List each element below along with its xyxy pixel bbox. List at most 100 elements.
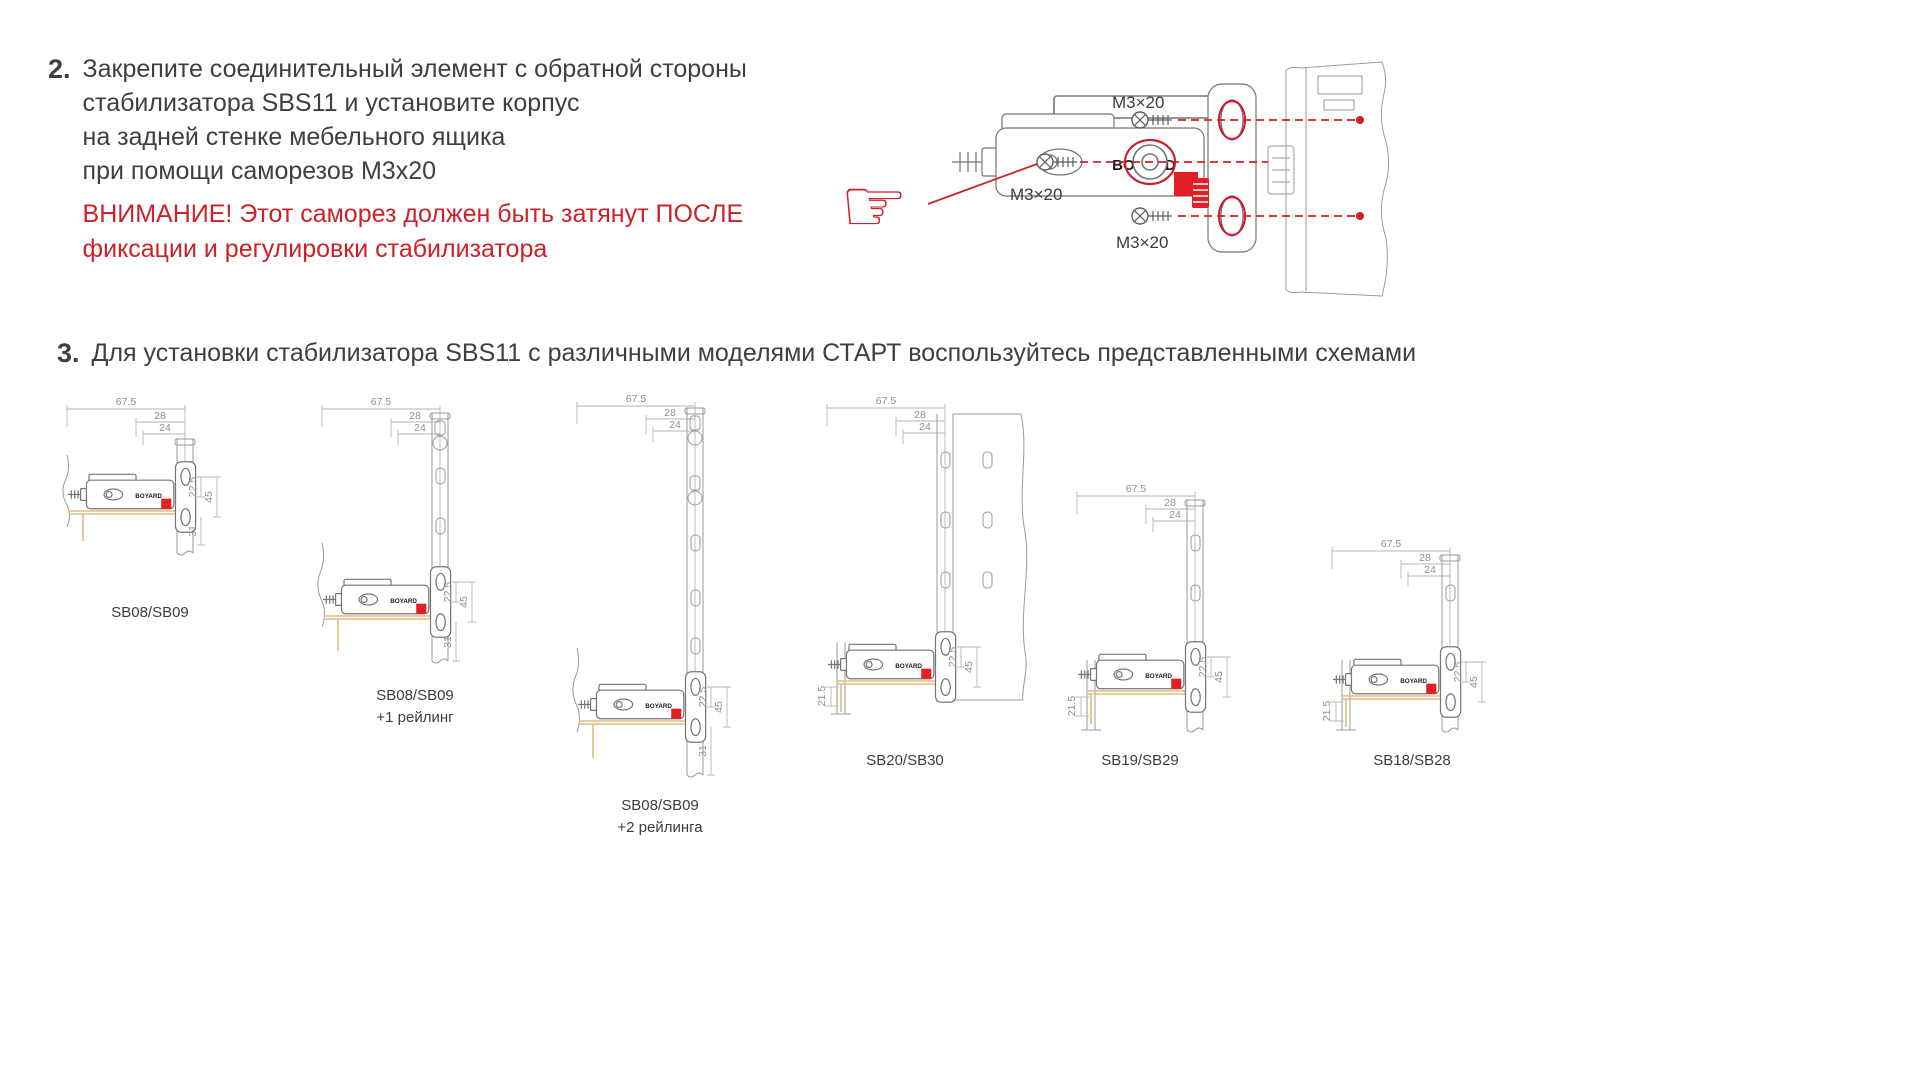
screw-label: М3×20 [1116,233,1168,252]
caption-line: +2 рейлинга [617,818,703,836]
svg-text:45: 45 [458,596,470,608]
step-3-section: 3. Для установки стабилизатора SBS11 с р… [57,336,1416,370]
drawer-bottom-lines [1087,690,1186,724]
railing-tube [432,435,448,451]
svg-text:67.5: 67.5 [371,396,392,408]
svg-text:28: 28 [1164,497,1176,509]
svg-text:21.5: 21.5 [1066,696,1078,717]
caption-line: +1 рейлинг [376,708,454,726]
step-2-line: Закрепите соединительный элемент с обрат… [82,55,747,83]
step-2-section: 2. Закрепите соединительный элемент с об… [48,52,747,267]
svg-text:67.5: 67.5 [1381,538,1402,550]
warning-text: ВНИМАНИЕ! Этот саморез должен быть затян… [83,197,747,267]
svg-text:28: 28 [914,409,926,421]
caption-line: SB08/SB09 [111,604,189,621]
diagram-sb08-sb09-1-rail: 67.5 28 24 22.5 45 31 [317,396,476,664]
screw-icon [1131,207,1172,225]
drawer-bottom-lines [324,615,431,651]
svg-text:28: 28 [1419,552,1431,564]
svg-text:21.5: 21.5 [1321,701,1333,722]
caption-line: SB08/SB09 [376,687,454,704]
dimension-lines: 22.5 45 31 [442,581,476,662]
svg-text:24: 24 [414,422,426,434]
stabilizer-device [67,461,197,533]
stabilizer-device [1077,641,1207,713]
svg-text:45: 45 [713,701,725,713]
diagram-sb08-sb09-2-rails: 67.5 28 24 22.5 45 31 [572,393,731,778]
diagram-caption: SB19/SB29 [1040,750,1240,772]
stabilizer-device [827,631,957,703]
svg-text:22.5: 22.5 [1452,662,1464,683]
svg-text:45: 45 [203,491,215,503]
svg-text:24: 24 [1424,564,1436,576]
screw-label: М3×20 [1010,185,1062,204]
dimension-lines: 67.5 28 24 [826,395,946,632]
step-2-line: при помощи саморезов М3х20 [82,157,436,185]
caption-line: SB20/SB30 [866,752,944,769]
svg-text:45: 45 [963,661,975,673]
svg-text:22.5: 22.5 [1197,657,1209,678]
diagram-caption: SB08/SB09 [55,602,245,624]
caption-line: SB18/SB28 [1373,752,1451,769]
stabilizer-device [322,566,452,638]
step-2-text: Закрепите соединительный элемент с обрат… [83,52,747,188]
svg-text:31: 31 [697,745,709,757]
dimension-lines: 22.5 45 21.5 [1321,661,1486,722]
drawer-bottom-lines [579,720,686,758]
diagram-caption: SB08/SB09 +1 рейлинг [310,685,520,729]
step-2-number: 2. [48,54,71,84]
step-2-illustration: М3×20 М3×20 М3×20 ☞ [840,61,1390,297]
red-adjuster-wheel [1192,178,1209,208]
diagram-caption: SB20/SB30 [815,750,995,772]
diagram-sb19-sb29: 67.5 28 24 22.5 45 21.5 [1066,483,1231,733]
railing-tube [687,490,703,506]
diagram-caption: SB18/SB28 [1312,750,1512,772]
diagram-caption: SB08/SB09 +2 рейлинга [565,795,755,839]
drawer-bottom-lines [837,680,936,712]
caption-line: SB08/SB09 [621,797,699,814]
svg-text:28: 28 [154,410,166,422]
railing-tube [687,430,703,446]
svg-text:22.5: 22.5 [947,647,959,668]
alignment-lines [927,99,1364,237]
hole-highlight-ellipse [1217,195,1247,237]
svg-text:67.5: 67.5 [116,396,137,408]
dimension-lines: 67.5 28 24 [1076,483,1196,642]
svg-text:24: 24 [159,422,171,434]
step-2-line: стабилизатора SBS11 и установите корпус [82,89,580,117]
hole-highlight-ellipse [1217,99,1247,141]
dimension-lines: 67.5 28 24 [576,393,696,672]
svg-text:67.5: 67.5 [1126,483,1147,495]
svg-text:22.5: 22.5 [442,582,454,603]
drawer-back-panel [1267,61,1390,297]
svg-text:24: 24 [919,421,931,433]
svg-text:28: 28 [409,410,421,422]
adjuster-highlight-ellipse [1123,138,1177,186]
dimension-lines: 22.5 45 31 [697,686,731,776]
stabilizer-device [1332,646,1462,718]
diagram-sb18-sb28: 67.5 28 24 22.5 45 21.5 [1321,538,1486,733]
dimension-lines: 22.5 45 31 [187,476,221,546]
dimension-lines: 22.5 45 21.5 [1066,656,1231,717]
svg-text:31: 31 [442,636,454,648]
pointing-hand-icon: ☞ [840,161,908,250]
caption-line: SB19/SB29 [1101,752,1179,769]
svg-text:21.5: 21.5 [816,686,828,707]
step-2-line: на задней стенке мебельного ящика [82,123,506,151]
dimension-lines: 67.5 28 24 [66,396,186,462]
stabilizer-device [577,671,707,743]
screw-icon [1036,153,1077,171]
drawer-bottom-lines [69,510,176,541]
dimension-lines: 22.5 45 21.5 [816,646,981,707]
drawer-bottom-lines [1342,695,1441,727]
svg-text:45: 45 [1468,676,1480,688]
screw-icon [1131,111,1172,129]
dimension-lines: 67.5 28 24 [321,396,441,567]
step-3-number: 3. [57,338,80,368]
diagram-sb08-sb09: 67.5 28 24 22.5 45 31 [62,396,221,556]
diagram-sb20-sb30: 67.5 28 24 22.5 45 21.5 [816,395,1028,715]
dimension-lines: 67.5 28 24 [1331,538,1451,647]
svg-text:24: 24 [669,419,681,431]
svg-text:22.5: 22.5 [187,477,199,498]
svg-text:24: 24 [1169,509,1181,521]
